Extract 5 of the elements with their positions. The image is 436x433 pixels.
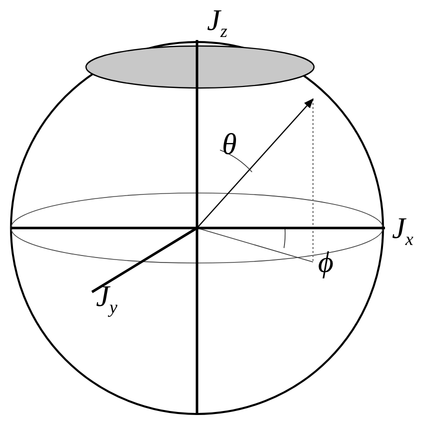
angle-label: ϕ [318,248,334,278]
angle-label: θ [222,130,237,160]
axis-label: J$_{y}$ [96,282,118,316]
axis-label: J$_{z}$ [207,6,228,40]
axis-label: J$_{x}$ [392,214,414,248]
